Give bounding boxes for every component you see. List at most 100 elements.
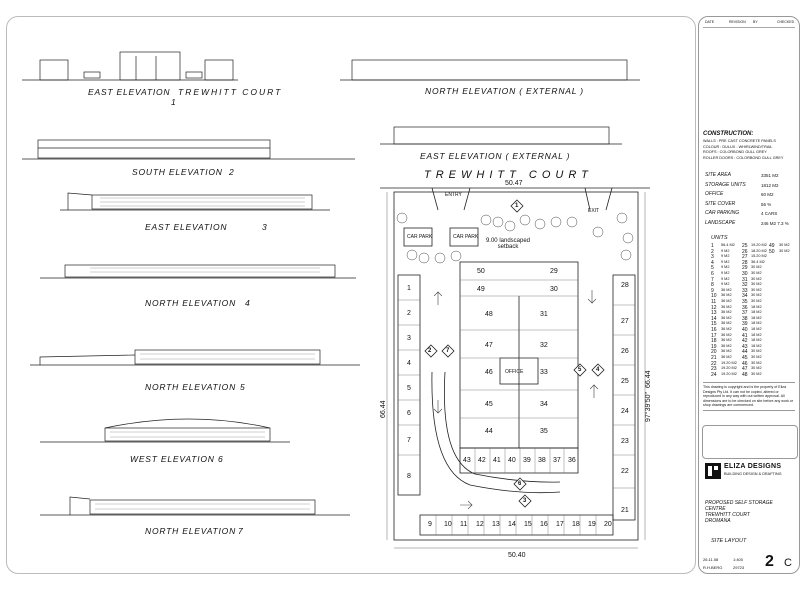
unit-table-cell: 22 xyxy=(711,360,717,367)
unit-table-cell: 42 xyxy=(742,338,748,345)
plan-unit: 21 xyxy=(621,507,629,514)
revision-letter: C xyxy=(784,557,792,569)
plan-car-park-label-1: CAR PARK xyxy=(407,234,433,240)
unit-table-cell: 31 xyxy=(742,276,748,283)
plan-right-bearing: 97°39'50" xyxy=(645,392,652,422)
unit-table-cell: 30 M2 xyxy=(779,248,790,253)
unit-table-cell: 36 M2 xyxy=(721,343,732,348)
unit-table-cell: 9 M2 xyxy=(721,265,730,270)
unit-table-cell: 34 xyxy=(742,293,748,300)
project-line: DROMANA xyxy=(705,518,731,524)
plan-unit: 46 xyxy=(485,369,493,376)
unit-table-cell: 9 xyxy=(711,287,714,294)
unit-table-cell: 23 xyxy=(711,366,717,373)
plan-unit: 30 xyxy=(550,286,558,293)
unit-table-cell: 28 xyxy=(742,259,748,266)
plan-unit: 48 xyxy=(485,311,493,318)
unit-table-cell: 36 M2 xyxy=(721,349,732,354)
plan-unit: 50 xyxy=(477,268,485,275)
unit-table-cell: 36 M2 xyxy=(721,355,732,359)
unit-table-cell: 30 xyxy=(742,271,748,277)
unit-table-cell: 50 xyxy=(769,248,775,255)
plan-unit: 39 xyxy=(523,457,531,464)
site-stat-label: SITE COVER xyxy=(705,200,736,207)
unit-table-cell: 30 M2 xyxy=(751,282,762,287)
plan-right-dimension: 66.44 xyxy=(645,370,652,388)
plan-setback-label: 9.00 landscaped setback xyxy=(485,238,531,250)
unit-table-cell: 15 xyxy=(711,321,717,328)
unit-table-cell: 30 M2 xyxy=(751,371,762,376)
unit-table-cell: 18 M2 xyxy=(751,343,762,348)
plan-car-park-label-2: CAR PARK xyxy=(453,234,479,240)
unit-table-cell: 25 xyxy=(742,243,748,249)
elevation-number-5: 5 xyxy=(240,382,245,392)
unit-table-cell: 39 xyxy=(742,321,748,328)
plan-unit: 44 xyxy=(485,428,493,435)
site-stat-value: 4 CARS xyxy=(761,211,778,216)
plan-unit: 2 xyxy=(407,310,411,317)
elevation-number-3: 3 xyxy=(262,222,267,232)
elevation-label-east-external: EAST ELEVATION ( EXTERNAL ) xyxy=(420,151,571,161)
unit-table-cell: 48 xyxy=(742,371,748,378)
unit-table-cell: 47 xyxy=(742,366,748,373)
site-stat-value: 60 M2 xyxy=(761,192,774,197)
site-stat-value: 1812 M2 xyxy=(761,182,779,188)
plan-unit: 18 xyxy=(572,521,580,528)
plan-marker-number: 7 xyxy=(446,348,450,354)
plan-unit: 26 xyxy=(621,348,629,355)
unit-table-cell: 36 M2 xyxy=(721,332,732,337)
project-line: TREWHITT COURT xyxy=(705,512,750,518)
elevation-number-4: 4 xyxy=(245,298,250,308)
unit-table-cell: 30 M2 xyxy=(751,271,762,275)
plan-unit: 3 xyxy=(407,335,411,342)
elevation-label-3: EAST ELEVATION xyxy=(145,222,228,232)
unit-table-cell: 9 M2 xyxy=(721,271,730,275)
elevation-number-2: 2 xyxy=(229,167,234,177)
unit-table-cell: 56.4 M2 xyxy=(721,243,735,247)
unit-table-cell: 18.20 M2 xyxy=(751,248,767,253)
plan-unit: 16 xyxy=(540,521,548,528)
unit-table-cell: 9 M2 xyxy=(721,276,730,281)
unit-table-cell: 30 M2 xyxy=(751,299,762,303)
plan-unit: 40 xyxy=(508,457,516,464)
unit-table-cell: 9 M2 xyxy=(721,282,730,287)
unit-table-cell: 43 xyxy=(742,343,748,350)
plan-unit: 38 xyxy=(538,457,546,464)
unit-table-cell: 9 M2 xyxy=(721,254,730,259)
plan-unit: 11 xyxy=(460,521,468,528)
plan-unit: 37 xyxy=(553,457,561,464)
unit-table-cell: 36 M2 xyxy=(721,321,732,326)
unit-table-cell: 36 M2 xyxy=(721,299,732,303)
plan-unit: 4 xyxy=(407,360,411,367)
unit-table-cell: 36 M2 xyxy=(721,287,732,292)
unit-table-cell: 18 M2 xyxy=(751,338,762,343)
plan-unit: 24 xyxy=(621,408,629,415)
plan-marker-number: 6 xyxy=(518,481,522,487)
unit-table-cell: 3 xyxy=(711,254,714,261)
unit-table-cell: 30 M2 xyxy=(751,349,762,354)
unit-table-cell: 33 xyxy=(742,287,748,294)
unit-table-cell: 36.4 M2 xyxy=(751,259,765,264)
unit-table-cell: 36 xyxy=(742,304,748,311)
project-line: CENTRE xyxy=(705,506,726,512)
plan-unit: 9 xyxy=(428,521,432,528)
site-stat-value: 56 % xyxy=(761,201,772,207)
plan-unit: 14 xyxy=(508,521,516,528)
sheet-title: SITE LAYOUT xyxy=(711,538,747,544)
unit-table-cell: 9 M2 xyxy=(721,259,730,264)
eliza-logo xyxy=(705,463,721,479)
unit-table-cell: 8 xyxy=(711,282,714,289)
sheet-number: 2 xyxy=(765,553,774,570)
plan-unit: 23 xyxy=(621,438,629,445)
plan-unit: 28 xyxy=(621,282,629,289)
plan-marker-number: 4 xyxy=(596,367,600,373)
unit-table-cell: 18 M2 xyxy=(751,310,762,315)
unit-table-cell: 30 M2 xyxy=(751,293,762,298)
job-number: 29723 xyxy=(733,565,745,570)
unit-table-cell: 36 M2 xyxy=(721,338,732,343)
unit-table-cell: 18 M2 xyxy=(751,327,762,331)
unit-table-cell: 37 xyxy=(742,310,748,317)
plan-unit: 43 xyxy=(463,457,471,464)
unit-table-cell: 1 xyxy=(711,243,714,249)
plan-marker-number: 2 xyxy=(428,348,432,354)
